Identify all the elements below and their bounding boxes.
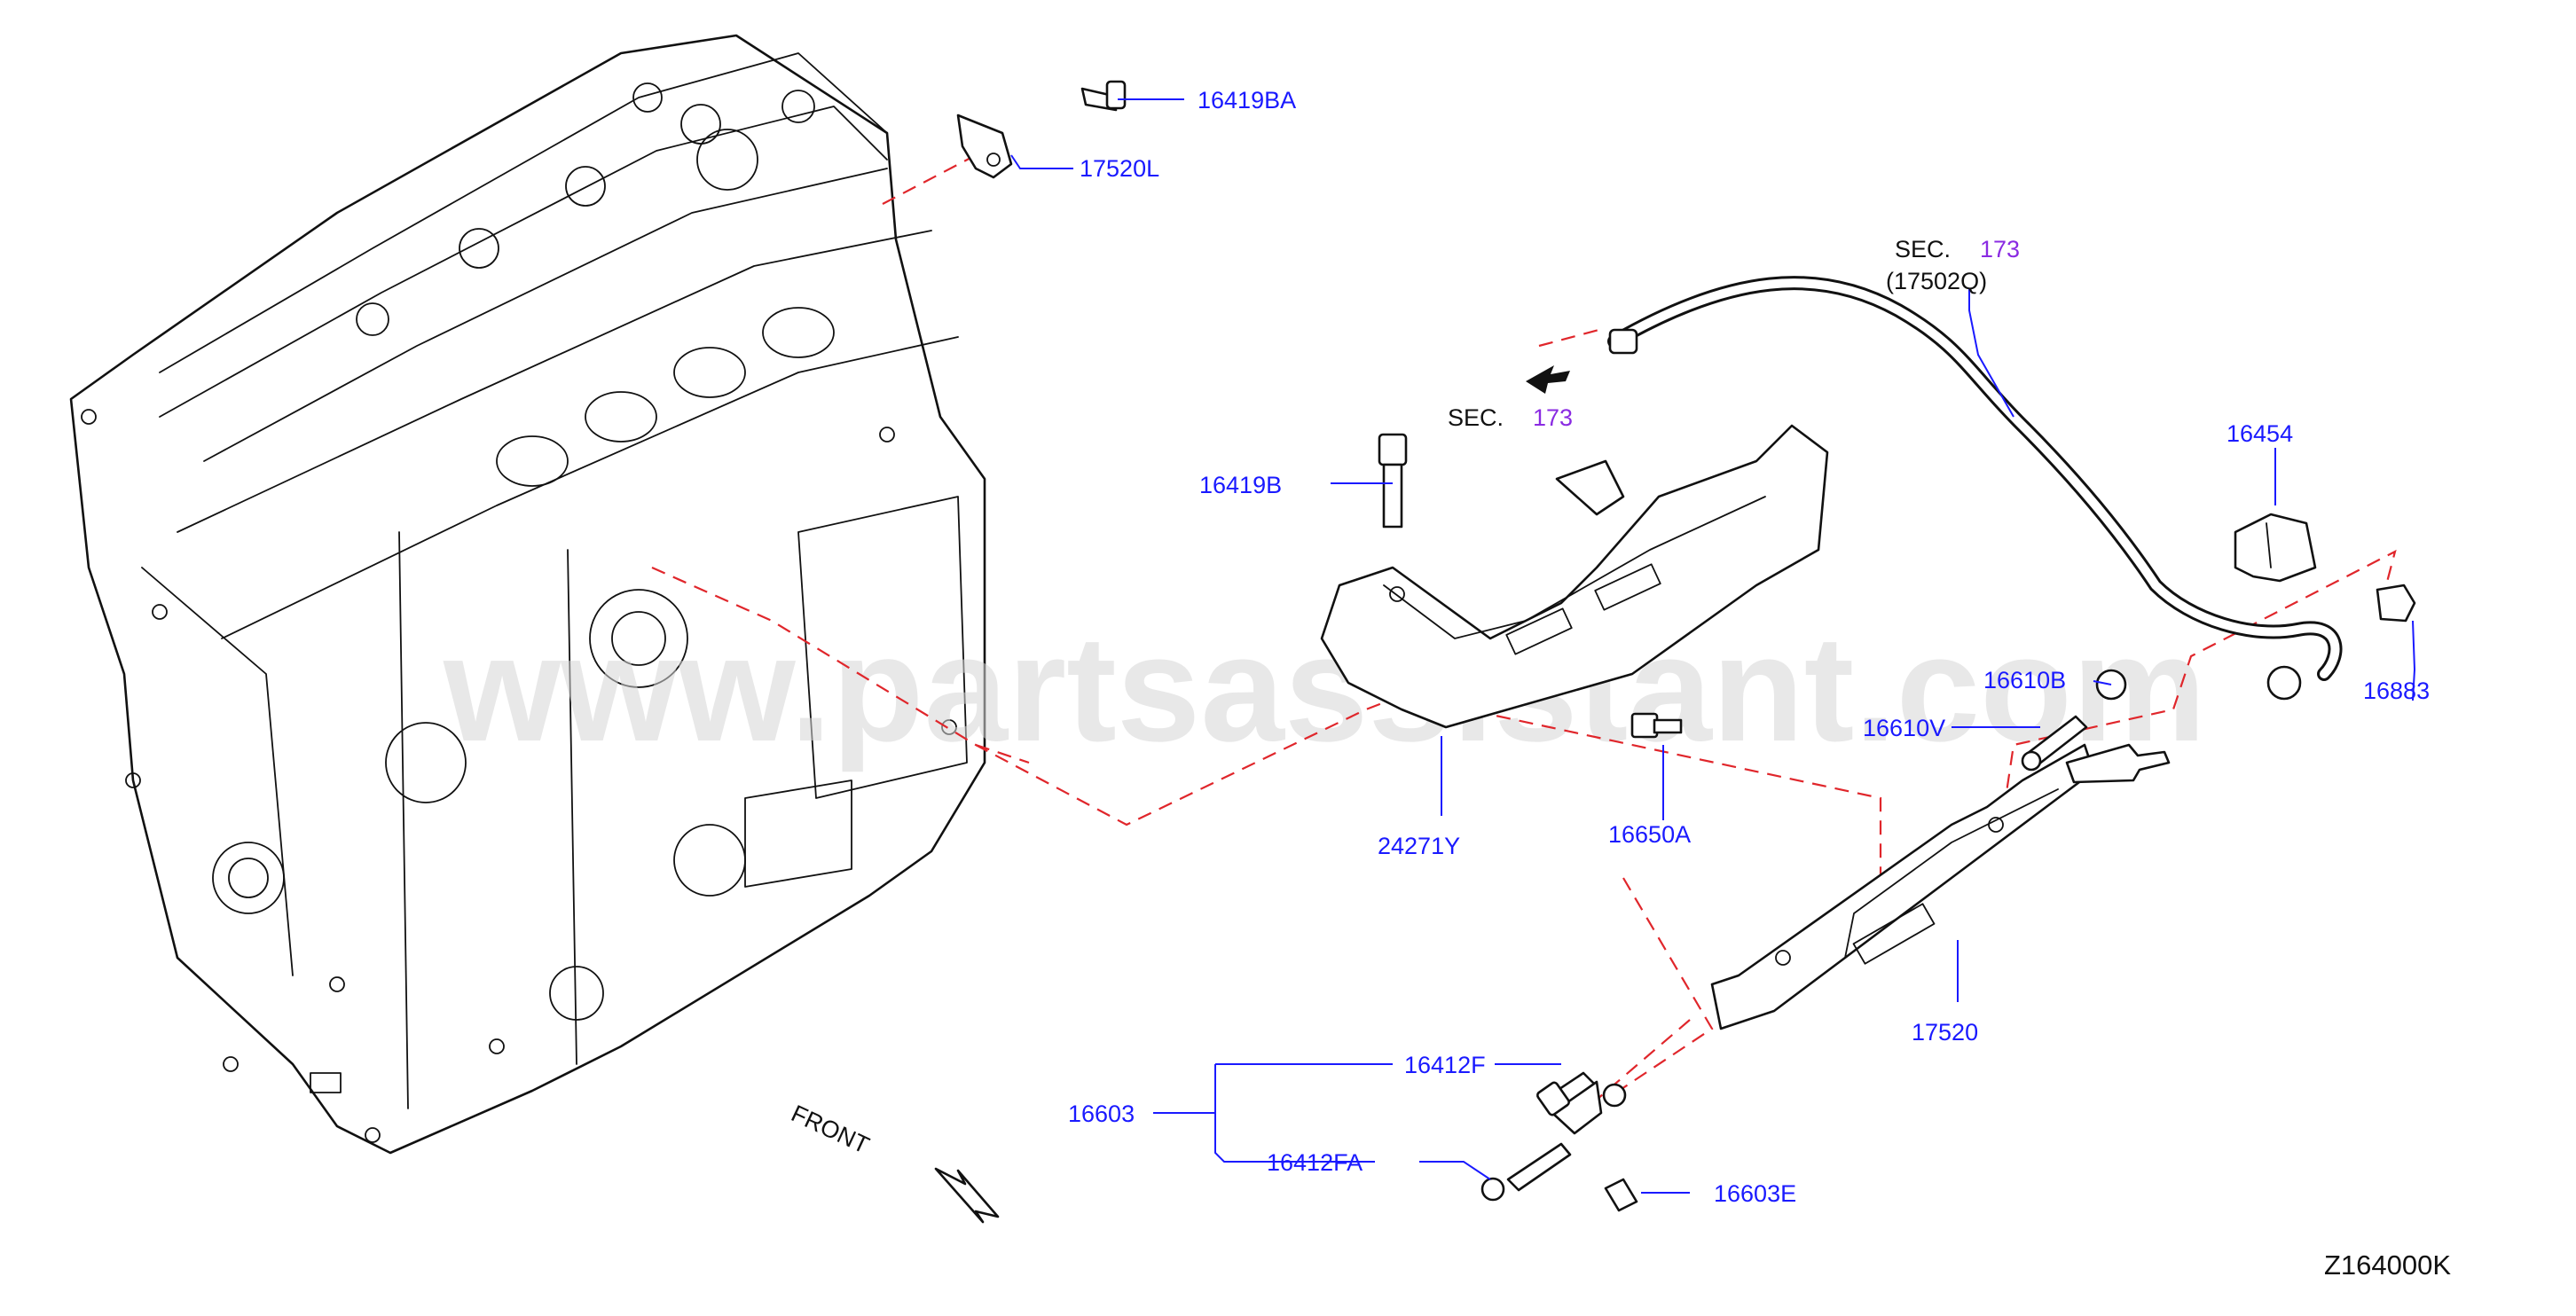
front-label: FRONT xyxy=(787,1100,873,1158)
label-16412F[interactable]: 16412F xyxy=(1404,1052,1486,1078)
sec-lower-prefix: SEC. xyxy=(1448,404,1504,431)
engine-block-illustration xyxy=(69,34,986,1155)
fuel-rail-17520-illustration xyxy=(1710,743,2171,1030)
clip-16883-illustration xyxy=(2376,584,2416,623)
label-16610V[interactable]: 16610V xyxy=(1863,715,1945,741)
label-16603[interactable]: 16603 xyxy=(1068,1101,1135,1127)
label-16610B[interactable]: 16610B xyxy=(1983,667,2066,693)
label-16883[interactable]: 16883 xyxy=(2363,678,2430,704)
sec-upper-prefix: SEC. xyxy=(1895,236,1951,262)
section-arrow-icon xyxy=(1526,365,1570,394)
leader-lines xyxy=(1010,98,2416,1194)
label-17520[interactable]: 17520 xyxy=(1912,1019,1978,1046)
label-16419B[interactable]: 16419B xyxy=(1199,472,1282,498)
clamp-16454-illustration xyxy=(2234,513,2317,583)
label-24271Y[interactable]: 24271Y xyxy=(1378,833,1460,859)
label-16603E[interactable]: 16603E xyxy=(1714,1180,1796,1207)
sec-upper-number[interactable]: 173 xyxy=(1980,236,2020,262)
label-17520L[interactable]: 17520L xyxy=(1080,155,1159,182)
injector-16603-illustration xyxy=(1480,1071,1638,1212)
sec-lower-number[interactable]: 173 xyxy=(1533,404,1573,431)
label-16412FA[interactable]: 16412FA xyxy=(1267,1149,1363,1176)
fuel-hose-17502Q-illustration xyxy=(1607,276,2343,701)
heat-shield-24271Y-illustration xyxy=(1320,424,1829,739)
label-16419BA[interactable]: 16419BA xyxy=(1198,87,1296,114)
diagram-code: Z164000K xyxy=(2324,1249,2451,1281)
bracket-17520L-illustration xyxy=(956,80,1127,179)
front-direction-arrow xyxy=(934,1167,1000,1224)
label-16650A[interactable]: 16650A xyxy=(1608,821,1691,848)
label-16454[interactable]: 16454 xyxy=(2227,420,2293,447)
sec-upper-sub: (17502Q) xyxy=(1886,268,1987,294)
